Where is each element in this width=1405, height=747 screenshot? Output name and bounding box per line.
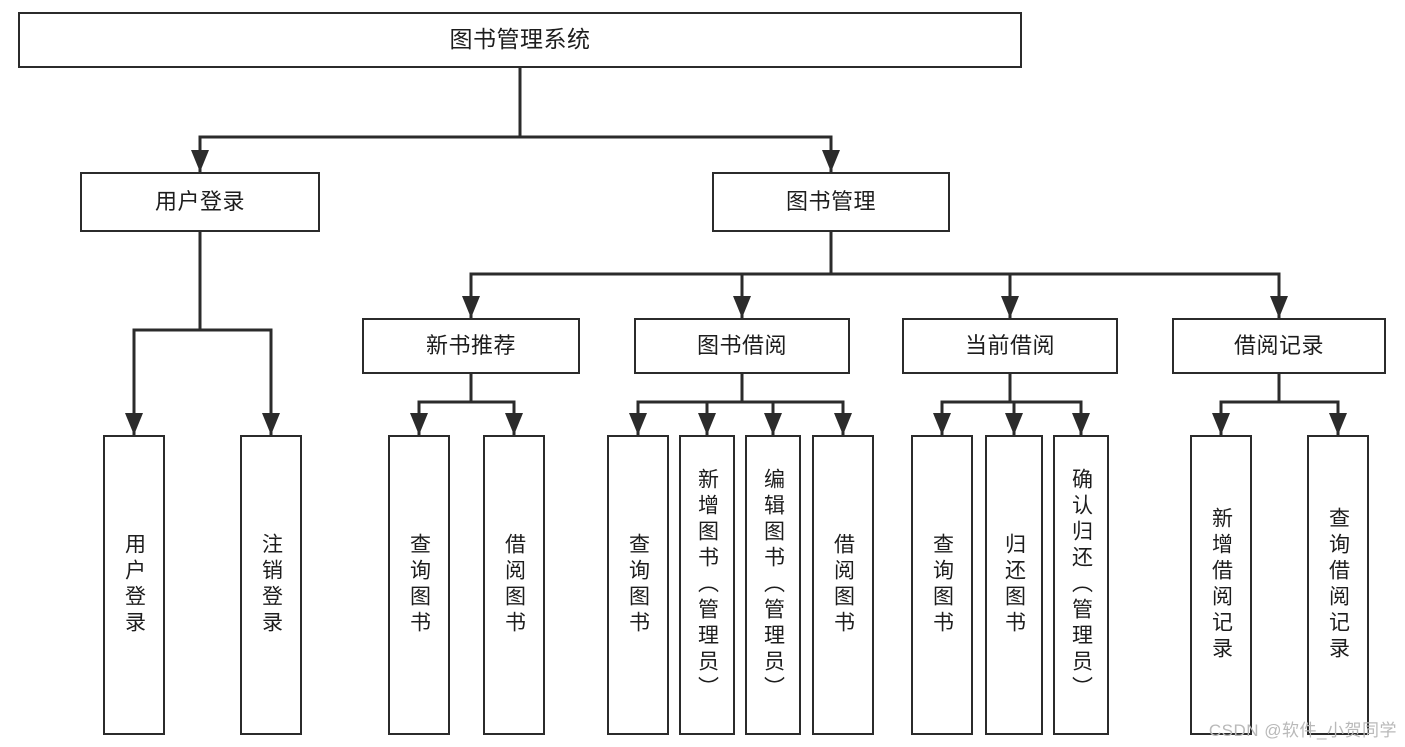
arrowhead-icon xyxy=(764,413,782,435)
arrowhead-icon xyxy=(834,413,852,435)
arrowhead-icon xyxy=(410,413,428,435)
node-book-borrow[interactable]: 图书借阅 xyxy=(634,318,850,374)
node-label-leaf-query-book-3: 查询图书 xyxy=(930,533,954,637)
node-leaf-query-book-3[interactable]: 查询图书 xyxy=(911,435,973,735)
arrowhead-icon xyxy=(933,413,951,435)
node-borrow-record[interactable]: 借阅记录 xyxy=(1172,318,1386,374)
node-label-root: 图书管理系统 xyxy=(449,26,591,53)
node-label-leaf-user-login: 用户登录 xyxy=(122,533,146,637)
node-new-book-rec[interactable]: 新书推荐 xyxy=(362,318,580,374)
node-label-leaf-query-book-1: 查询图书 xyxy=(407,533,431,637)
node-book-manage[interactable]: 图书管理 xyxy=(712,172,950,232)
arrowhead-icon xyxy=(191,150,209,172)
node-leaf-query-book-2[interactable]: 查询图书 xyxy=(607,435,669,735)
arrowhead-icon xyxy=(262,413,280,435)
node-leaf-query-record[interactable]: 查询借阅记录 xyxy=(1307,435,1369,735)
node-user-login[interactable]: 用户登录 xyxy=(80,172,320,232)
node-leaf-add-record[interactable]: 新增借阅记录 xyxy=(1190,435,1252,735)
node-leaf-add-book[interactable]: 新增图书（管理员） xyxy=(679,435,735,735)
node-label-book-manage: 图书管理 xyxy=(785,189,876,215)
node-label-leaf-query-book-2: 查询图书 xyxy=(626,533,650,637)
arrowhead-icon xyxy=(125,413,143,435)
node-label-leaf-return-book: 归还图书 xyxy=(1002,533,1026,637)
node-label-current-borrow: 当前借阅 xyxy=(964,333,1055,359)
node-label-leaf-add-record: 新增借阅记录 xyxy=(1209,507,1233,663)
node-root[interactable]: 图书管理系统 xyxy=(18,12,1022,68)
node-leaf-edit-book[interactable]: 编辑图书（管理员） xyxy=(745,435,801,735)
node-label-leaf-edit-book: 编辑图书（管理员） xyxy=(761,468,785,702)
node-leaf-confirm-return[interactable]: 确认归还（管理员） xyxy=(1053,435,1109,735)
arrowhead-icon xyxy=(1329,413,1347,435)
node-label-user-login: 用户登录 xyxy=(154,189,245,215)
node-label-book-borrow: 图书借阅 xyxy=(696,333,787,359)
arrowhead-icon xyxy=(698,413,716,435)
arrowhead-icon xyxy=(1212,413,1230,435)
node-leaf-borrow-book-2[interactable]: 借阅图书 xyxy=(812,435,874,735)
arrowhead-icon xyxy=(629,413,647,435)
arrowhead-icon xyxy=(733,296,751,318)
node-current-borrow[interactable]: 当前借阅 xyxy=(902,318,1118,374)
arrowhead-icon xyxy=(462,296,480,318)
node-leaf-borrow-book-1[interactable]: 借阅图书 xyxy=(483,435,545,735)
node-leaf-user-logout[interactable]: 注销登录 xyxy=(240,435,302,735)
node-label-leaf-add-book: 新增图书（管理员） xyxy=(695,468,719,702)
node-label-leaf-borrow-book-1: 借阅图书 xyxy=(502,533,526,637)
arrowhead-icon xyxy=(1270,296,1288,318)
node-label-leaf-confirm-return: 确认归还（管理员） xyxy=(1069,468,1093,702)
arrowhead-icon xyxy=(505,413,523,435)
node-label-leaf-query-record: 查询借阅记录 xyxy=(1326,507,1350,663)
arrowhead-icon xyxy=(822,150,840,172)
node-label-leaf-borrow-book-2: 借阅图书 xyxy=(831,533,855,637)
node-label-borrow-record: 借阅记录 xyxy=(1233,333,1324,359)
arrowhead-icon xyxy=(1005,413,1023,435)
arrowhead-icon xyxy=(1001,296,1019,318)
node-leaf-query-book-1[interactable]: 查询图书 xyxy=(388,435,450,735)
node-label-new-book-rec: 新书推荐 xyxy=(425,333,516,359)
node-leaf-user-login[interactable]: 用户登录 xyxy=(103,435,165,735)
node-leaf-return-book[interactable]: 归还图书 xyxy=(985,435,1043,735)
arrowhead-icon xyxy=(1072,413,1090,435)
node-label-leaf-user-logout: 注销登录 xyxy=(259,533,283,637)
